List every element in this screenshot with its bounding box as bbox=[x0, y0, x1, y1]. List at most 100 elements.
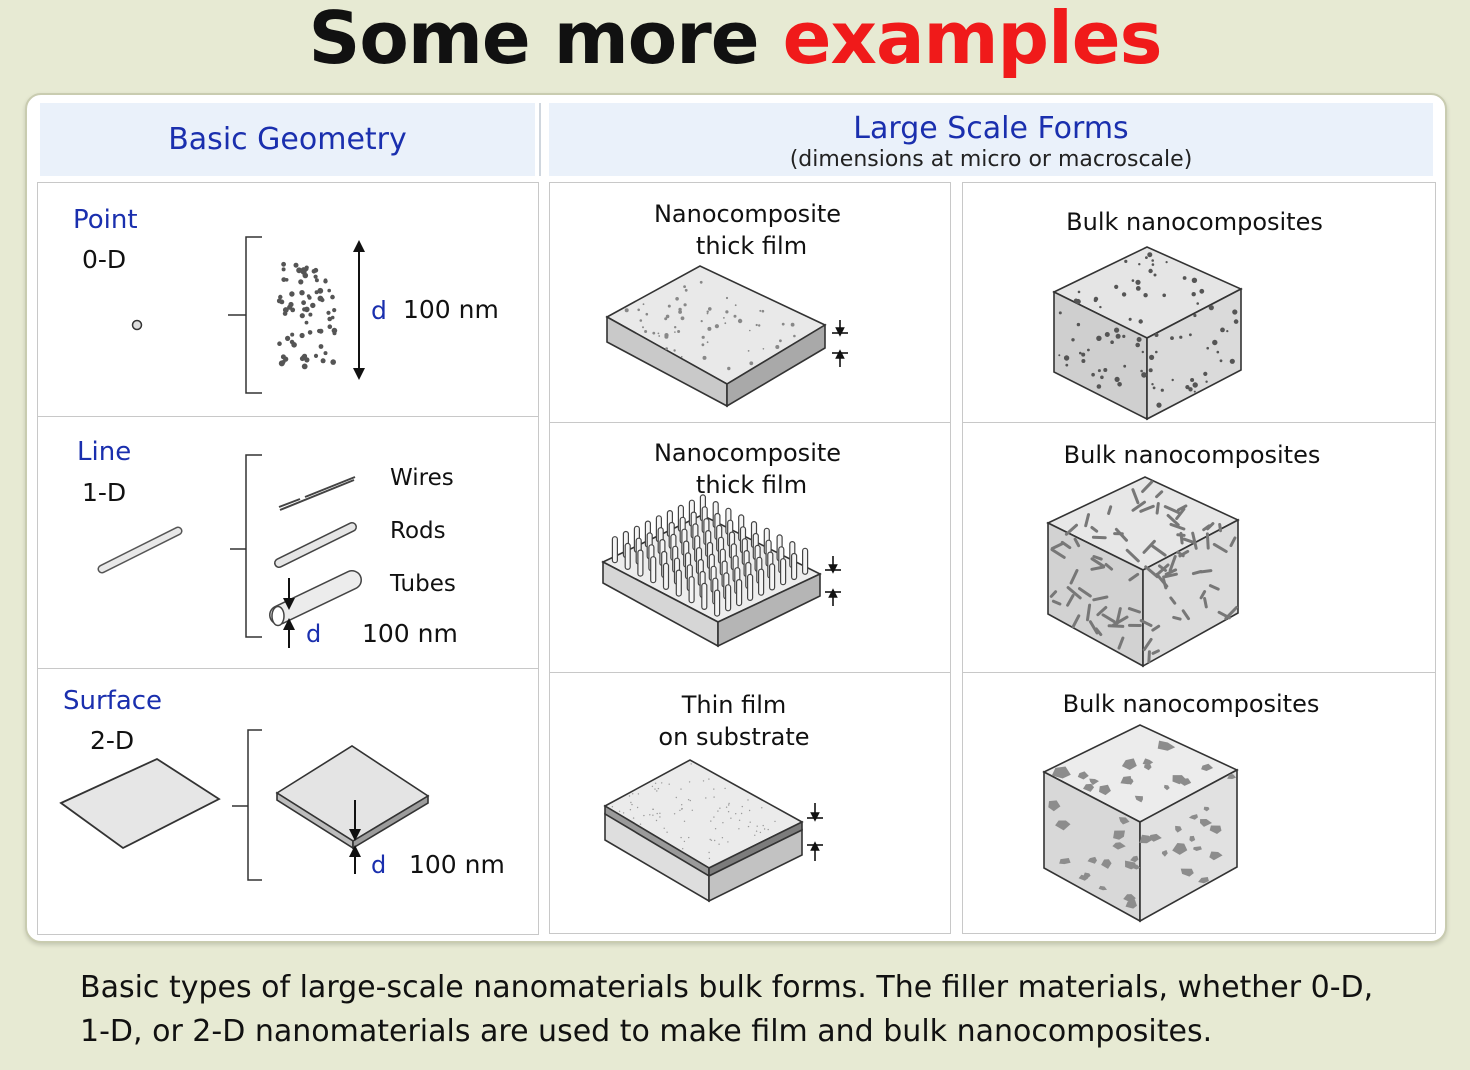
rod-particle bbox=[1162, 572, 1178, 579]
film-grain bbox=[721, 837, 724, 839]
rod-particle bbox=[1139, 619, 1153, 627]
nanoparticle-dot bbox=[290, 332, 295, 337]
film-grain bbox=[688, 781, 691, 783]
particle bbox=[1075, 298, 1081, 305]
flake-particle bbox=[1200, 819, 1212, 827]
film-grain bbox=[680, 808, 683, 810]
line-bracket bbox=[230, 454, 262, 638]
rod-particle bbox=[1131, 500, 1146, 512]
film-particle bbox=[680, 316, 685, 321]
film-particle bbox=[652, 331, 656, 335]
nanoparticle-dot bbox=[313, 274, 318, 279]
particle bbox=[1115, 333, 1121, 339]
flake-particle bbox=[1209, 825, 1222, 834]
rod-particle bbox=[1179, 531, 1184, 545]
film1-title: Nanocomposite thick film bbox=[549, 198, 949, 262]
particle bbox=[1193, 390, 1196, 393]
nanoparticle-dot bbox=[317, 328, 322, 334]
rod-particle bbox=[1084, 513, 1090, 528]
point-bracket bbox=[228, 236, 262, 394]
rod-particle bbox=[1142, 637, 1153, 652]
rod-particle bbox=[1175, 507, 1186, 520]
nanoparticle-dot bbox=[323, 279, 328, 284]
rod-particle bbox=[1107, 624, 1125, 628]
film-grain bbox=[724, 787, 726, 790]
particle bbox=[1140, 369, 1143, 373]
rod-particle bbox=[1212, 542, 1228, 553]
film-grain bbox=[629, 809, 632, 811]
flake-particle bbox=[1078, 874, 1089, 881]
particle bbox=[1135, 279, 1141, 285]
nanoparticle-dot bbox=[304, 320, 309, 325]
flake-particle bbox=[1101, 859, 1112, 869]
particle bbox=[1160, 388, 1164, 392]
particle bbox=[1156, 402, 1162, 408]
film2-line1: Nanocomposite bbox=[653, 439, 842, 467]
film-particle bbox=[775, 345, 780, 349]
rod-particle bbox=[1078, 587, 1092, 598]
rod-particle bbox=[1151, 544, 1167, 557]
film-grain bbox=[652, 814, 654, 816]
particle bbox=[1208, 305, 1214, 311]
particle bbox=[1206, 346, 1209, 350]
particle bbox=[1153, 273, 1157, 277]
film-particle bbox=[725, 296, 729, 300]
film-grain bbox=[709, 838, 711, 841]
nanoparticle-dot bbox=[320, 358, 326, 364]
flake-particle bbox=[1188, 814, 1198, 820]
film-grain bbox=[747, 799, 749, 801]
film-grain bbox=[727, 811, 730, 813]
particle bbox=[1205, 380, 1208, 383]
particle bbox=[1128, 317, 1132, 321]
line-label: Line bbox=[77, 437, 132, 467]
flake-particle bbox=[1139, 836, 1150, 843]
thick-film-slab-icon bbox=[605, 265, 827, 408]
particle bbox=[1096, 335, 1102, 341]
tube-icon bbox=[269, 570, 362, 627]
large-scale-header: Large Scale Forms (dimensions at micro o… bbox=[549, 103, 1433, 176]
film-grain bbox=[763, 828, 766, 830]
nanorod bbox=[735, 578, 743, 607]
rod-particle bbox=[1127, 607, 1141, 614]
flake-particle bbox=[1125, 777, 1134, 785]
nanoparticle-dot bbox=[323, 351, 328, 356]
flake-particle bbox=[1198, 877, 1209, 884]
film-particle bbox=[644, 330, 648, 333]
nanoparticle-dot bbox=[288, 301, 294, 308]
nanorod bbox=[724, 584, 732, 612]
particle bbox=[1143, 293, 1148, 298]
rod-particle bbox=[1115, 607, 1122, 625]
rod-particle bbox=[1169, 596, 1177, 605]
surface-sheet-icon bbox=[59, 757, 221, 850]
film2-line2: thick film bbox=[695, 471, 808, 499]
rod-icon bbox=[274, 522, 357, 568]
particle bbox=[1148, 268, 1153, 274]
film-grain bbox=[631, 803, 633, 806]
film-grain bbox=[718, 843, 720, 845]
particle bbox=[1233, 319, 1239, 324]
film-grain bbox=[730, 817, 732, 819]
line-rod-icon bbox=[97, 526, 183, 574]
rod-particle bbox=[1090, 565, 1106, 571]
particle bbox=[1196, 302, 1199, 305]
particle bbox=[1203, 371, 1208, 376]
particle bbox=[1135, 286, 1141, 291]
film-particle bbox=[700, 320, 703, 323]
nanoparticle-dot bbox=[330, 315, 335, 320]
flake-particle bbox=[1161, 850, 1168, 857]
film-particle bbox=[680, 356, 683, 358]
rod-particle bbox=[1066, 586, 1082, 600]
particle bbox=[1171, 378, 1174, 382]
film-particle bbox=[667, 304, 671, 308]
particle bbox=[1232, 309, 1238, 315]
particle bbox=[1122, 334, 1126, 338]
film-grain bbox=[728, 804, 730, 806]
nanorod bbox=[801, 547, 809, 575]
vertical-nanorods bbox=[611, 494, 809, 617]
particle bbox=[1165, 261, 1168, 264]
nanoparticle-dot bbox=[317, 287, 324, 294]
particle bbox=[1212, 339, 1218, 346]
nanorod bbox=[624, 542, 631, 571]
particle bbox=[1103, 368, 1108, 372]
